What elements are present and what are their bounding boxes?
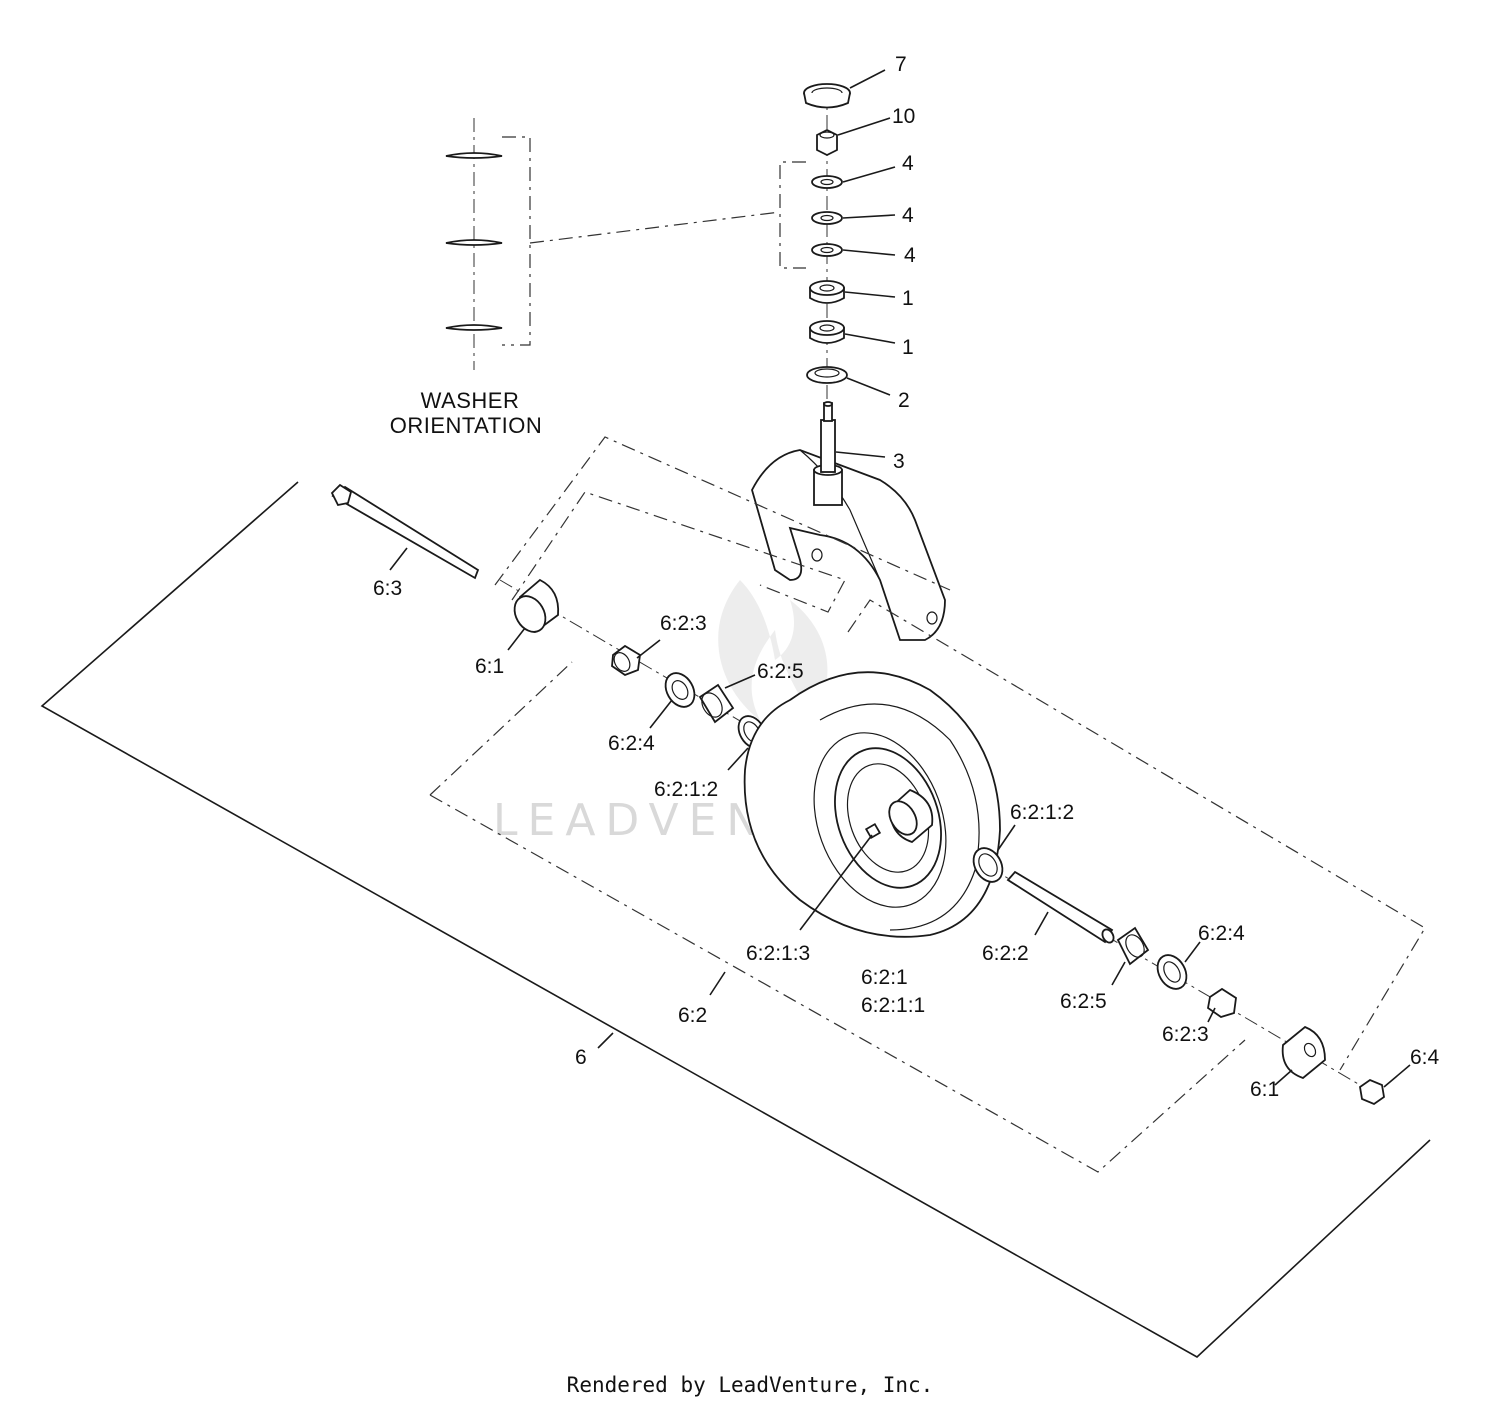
inset-caption-orientation: ORIENTATION: [390, 413, 543, 438]
callout-10: 10: [892, 105, 915, 128]
callout-6-4: 6:4: [1410, 1046, 1440, 1069]
callout-6-1-right: 6:1: [1250, 1078, 1279, 1101]
footer-credit: Rendered by LeadVenture, Inc.: [567, 1373, 934, 1397]
callout-2: 2: [898, 389, 910, 412]
callout-6-2: 6:2: [678, 1004, 707, 1027]
washer-orientation-inset: [445, 118, 806, 370]
callout-3: 3: [893, 450, 905, 473]
watermark-logo: [718, 580, 828, 720]
callout-6-1-left: 6:1: [475, 655, 504, 678]
callout-6-2-3-left: 6:2:3: [660, 612, 707, 635]
callout-6-2-4-right: 6:2:4: [1198, 922, 1245, 945]
callout-6-2-1-2-right: 6:2:1:2: [1010, 801, 1074, 824]
inset-caption-washer: WASHER: [421, 388, 520, 413]
callout-6-2-4-left: 6:2:4: [608, 732, 655, 755]
kingpin-stack: [751, 83, 946, 641]
left-axle-parts: [330, 483, 767, 749]
callout-6: 6: [575, 1046, 587, 1069]
callout-6-2-1: 6:2:1: [861, 966, 908, 989]
bracket-6-2-right: [847, 599, 1426, 1071]
callout-6-2-1-2-left: 6:2:1:2: [654, 778, 718, 801]
bracket-6-2-inner: [429, 661, 573, 796]
callout-7: 7: [895, 53, 907, 76]
wheel-assembly: [743, 671, 1001, 938]
callout-6-3: 6:3: [373, 577, 402, 600]
callout-6-2-5-left: 6:2:5: [757, 660, 804, 683]
callout-6-2-1-3: 6:2:1:3: [746, 942, 810, 965]
callout-6-2-5-right: 6:2:5: [1060, 990, 1107, 1013]
callout-1-top: 1: [902, 287, 914, 310]
callout-6-2-2: 6:2:2: [982, 942, 1029, 965]
group-6-boundary: [40, 481, 1431, 1358]
callout-6-2-1-1: 6:2:1:1: [861, 994, 925, 1017]
right-axle-parts: [972, 847, 1385, 1106]
bracket-6-2-top: [511, 491, 846, 613]
leader-lines: [389, 69, 1411, 1088]
callout-4-top: 4: [902, 152, 914, 175]
bracket-6-2-bottom: [429, 794, 1246, 1173]
callout-4-bottom: 4: [904, 244, 916, 267]
callout-1-bottom: 1: [902, 336, 914, 359]
callout-4-middle: 4: [902, 204, 914, 227]
callout-6-2-3-right: 6:2:3: [1162, 1023, 1209, 1046]
bracket-fork: [494, 436, 951, 591]
